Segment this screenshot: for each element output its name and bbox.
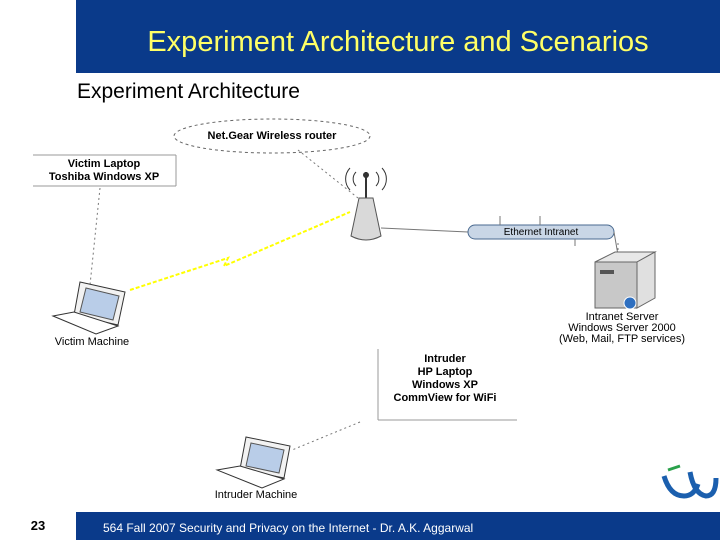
victim-connector: [89, 187, 101, 286]
slide-header: [0, 0, 720, 73]
slide-subtitle: Experiment Architecture: [77, 80, 300, 103]
intruder-label-line3: Windows XP: [412, 379, 478, 391]
router-label: Net.Gear Wireless router: [207, 130, 337, 142]
victim-laptop-base: [51, 311, 120, 335]
router-signal-left-outer: [345, 167, 351, 191]
logo-icon: [661, 471, 719, 499]
router-body: [350, 197, 382, 241]
footer-left-block: [0, 512, 76, 540]
slide-title: Experiment Architecture and Scenarios: [147, 26, 649, 58]
router-ethernet-link: [380, 227, 469, 233]
ethernet-server-link: [613, 231, 619, 256]
header-left-block: [0, 0, 76, 73]
intruder-label-line1: Intruder: [424, 353, 466, 365]
router-antenna-tip: [363, 172, 369, 178]
intruder-machine-label: Intruder Machine: [214, 489, 298, 501]
intruder-connector: [291, 421, 361, 451]
victim-laptop-display: [79, 287, 120, 321]
wireless-link: [129, 211, 351, 291]
header-bar: [76, 0, 720, 73]
intruder-laptop-display: [245, 442, 285, 474]
router-signal-left: [352, 171, 357, 187]
ethernet-label: Ethernet Intranet: [503, 227, 579, 238]
victim-label-line1: Victim Laptop: [67, 158, 141, 170]
logo-accent: [667, 464, 681, 472]
server-badge-icon: [623, 296, 637, 310]
server-label-line3: (Web, Mail, FTP services): [558, 333, 686, 345]
server-label-line1: Intranet Server: [585, 311, 659, 323]
intruder-label-line4: CommView for WiFi: [393, 392, 497, 404]
router-label-connector: [297, 149, 359, 199]
intruder-label-line2: HP Laptop: [417, 366, 473, 378]
footer-text: 564 Fall 2007 Security and Privacy on th…: [103, 521, 474, 535]
router-cloud: [173, 118, 371, 154]
victim-label-line2: Toshiba Windows XP: [48, 171, 160, 183]
server-label-line2: Windows Server 2000: [568, 322, 676, 334]
victim-machine-label: Victim Machine: [54, 336, 130, 348]
server-slot: [600, 270, 614, 274]
router-signal-right: [375, 171, 380, 187]
intruder-laptop-base: [215, 465, 286, 489]
slide-number: 23: [30, 518, 46, 533]
server-side: [636, 251, 656, 309]
footer-bar: [76, 512, 720, 540]
router-signal-right-outer: [381, 167, 387, 191]
